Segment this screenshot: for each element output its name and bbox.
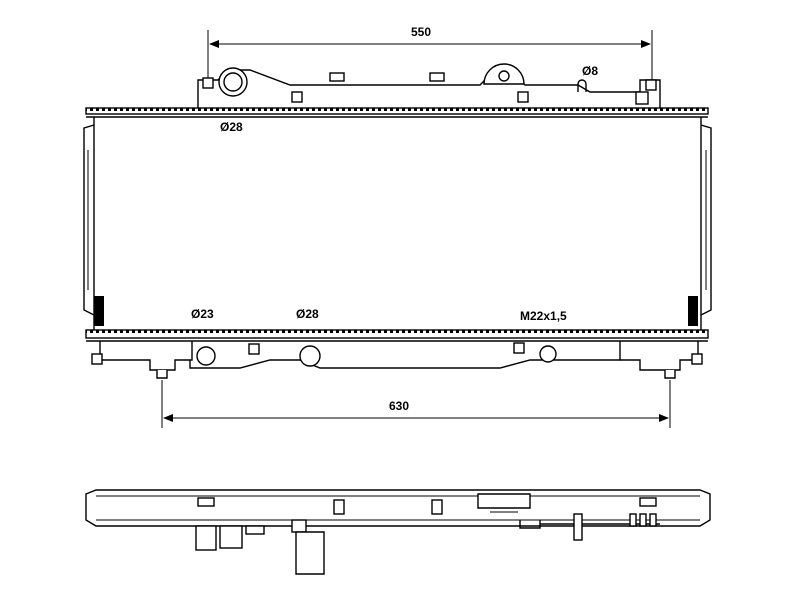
radiator-core [83,117,712,330]
outlet-23 [196,346,216,366]
bottom-view [85,489,711,575]
label-inlet-top: Ø28 [220,120,243,134]
dimension-630-label: 630 [389,399,409,413]
drain-plug [539,345,557,363]
label-outlet-mid: Ø28 [296,307,319,321]
label-drain-thread: M22x1,5 [520,309,567,323]
inlet-boss-top [218,67,248,97]
label-sensor-top: Ø8 [582,64,598,78]
outlet-28 [299,345,321,367]
upper-tank [85,63,709,118]
dimension-550-label: 550 [411,25,431,39]
dimension-630: 630 [161,380,671,428]
dimension-550: 550 [207,25,653,80]
label-outlet-left: Ø23 [191,307,214,321]
lower-tank [85,329,709,379]
